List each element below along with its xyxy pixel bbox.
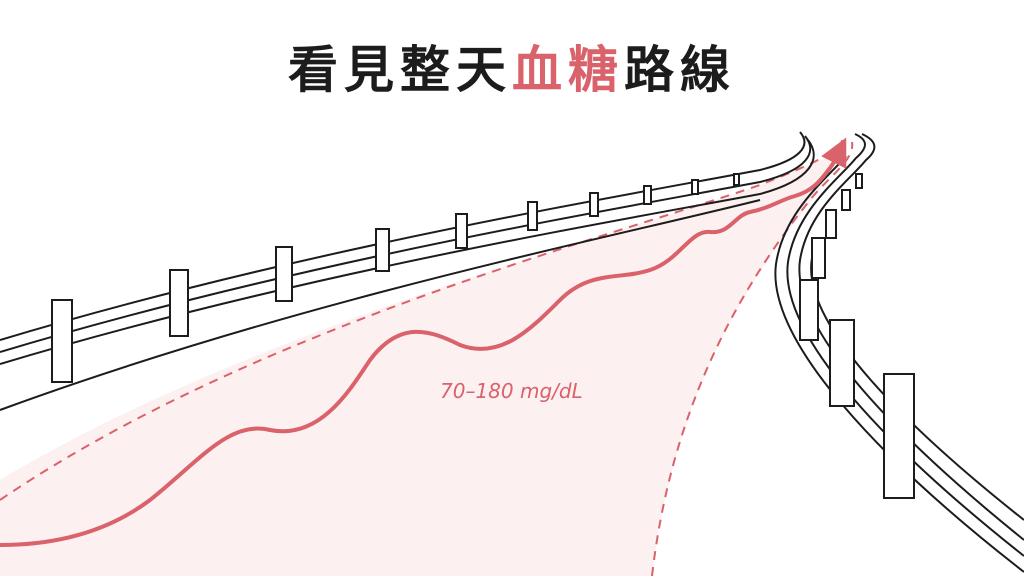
title-part-1: 看見整天 [288,41,512,99]
road-surface [0,140,846,576]
guard-rail-far [0,131,815,411]
target-range-label: 70–180 mg/dL [440,379,583,403]
title-part-2: 路線 [624,41,736,99]
rail-posts-near [799,173,915,499]
title-highlight: 血糖 [512,41,624,99]
guard-rail-near [774,133,1024,573]
rail-posts-far [51,173,740,383]
glucose-curve [0,137,847,547]
page-title: 看見整天血糖路線 [0,30,1024,102]
lane-line-right [651,141,854,576]
